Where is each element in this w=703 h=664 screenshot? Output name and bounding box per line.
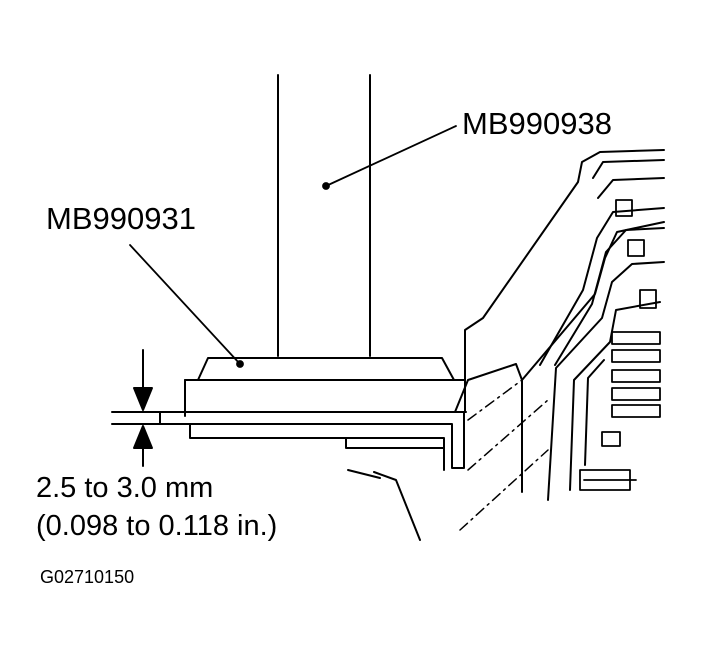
figure-code: G02710150	[40, 567, 135, 587]
clearance-spec-metric: 2.5 to 3.0 mm	[36, 472, 214, 504]
transaxle-housing	[454, 149, 665, 501]
callout-mb990938-label: MB990938	[462, 106, 612, 141]
clutch-plates	[579, 199, 661, 491]
leader-mb990938	[325, 125, 457, 187]
clearance-dimension	[111, 349, 187, 467]
tool-mb990938-shaft	[277, 74, 371, 357]
clearance-spec-imperial: (0.098 to 0.118 in.)	[36, 510, 278, 542]
leader-dot-mb990931	[236, 360, 244, 368]
leader-lines	[129, 125, 457, 368]
callout-mb990931-label: MB990931	[46, 201, 196, 236]
leader-dot-mb990938	[322, 182, 330, 190]
leader-mb990931	[129, 244, 241, 365]
drum-workpiece	[159, 411, 465, 541]
tool-mb990931-plate	[184, 357, 466, 417]
hidden-lines	[459, 379, 549, 531]
